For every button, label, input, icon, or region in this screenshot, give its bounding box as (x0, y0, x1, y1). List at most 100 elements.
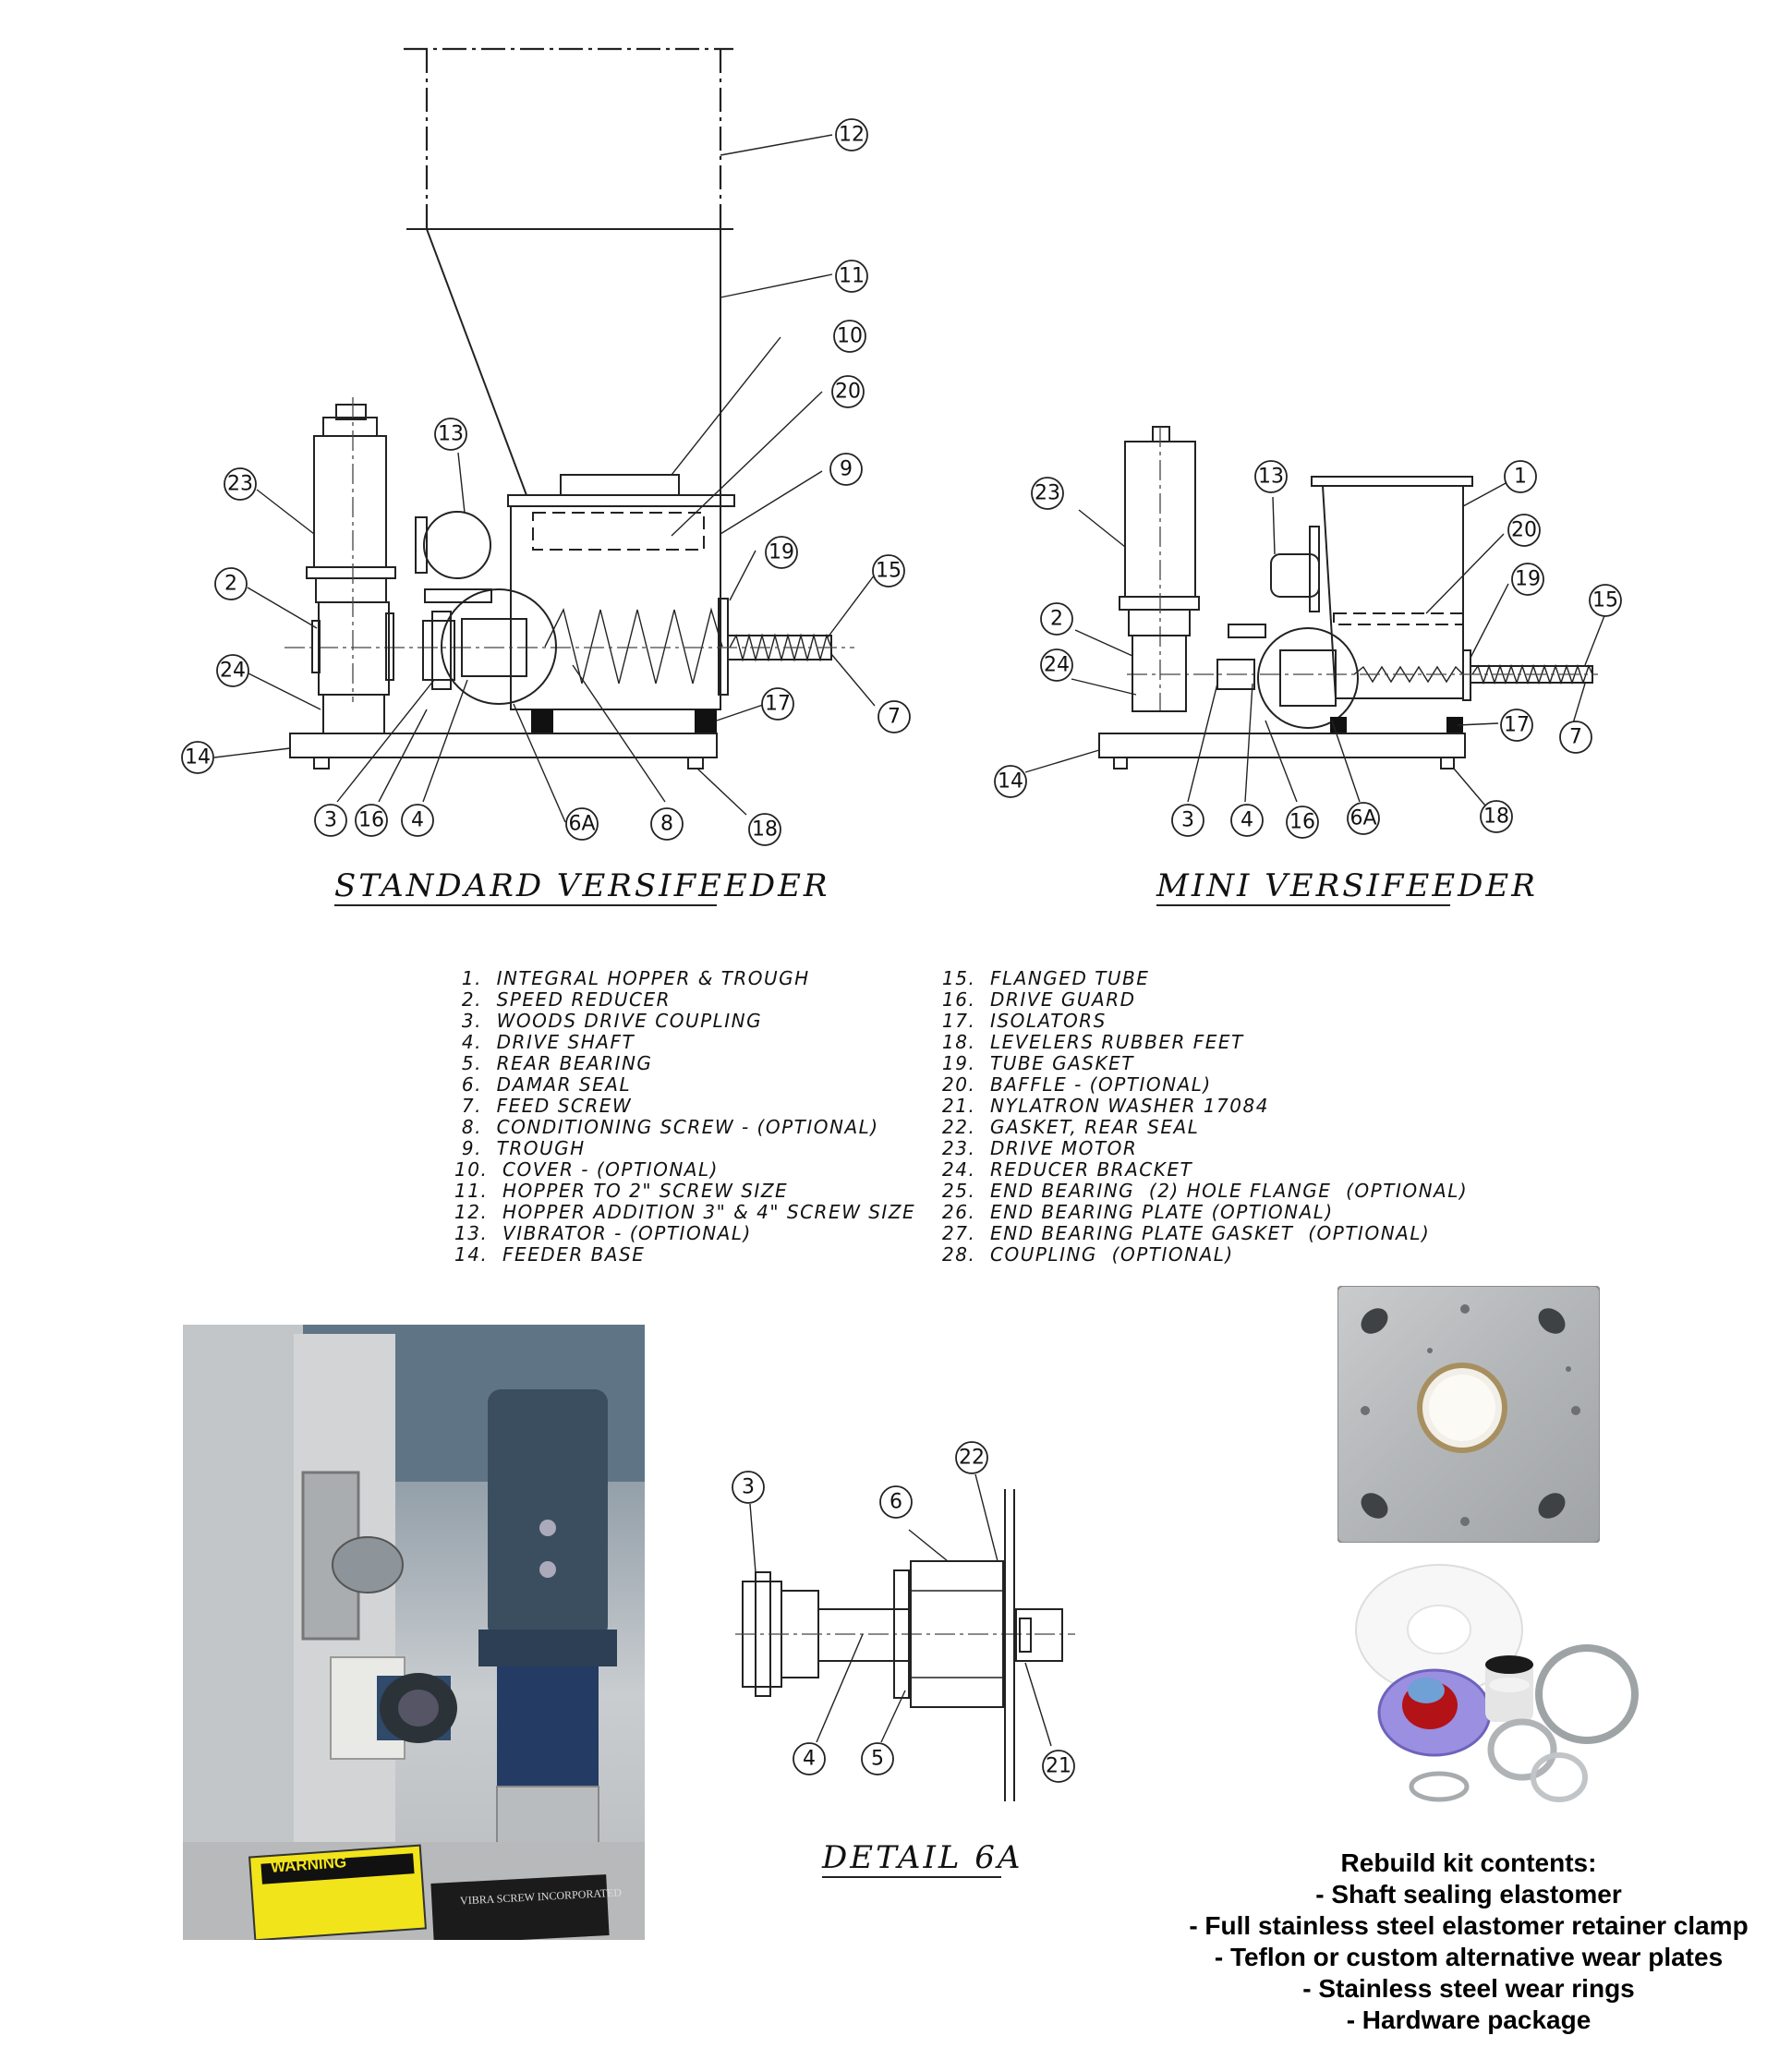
detail-callout: 22 (955, 1441, 988, 1474)
detail-callout: 4 (793, 1742, 826, 1775)
callout-number: 17 (765, 693, 791, 716)
standard-callout: 7 (877, 700, 911, 733)
callout-number: 19 (769, 541, 794, 564)
standard-callout: 2 (214, 567, 248, 600)
parts-list-item: 18. LEVELERS RUBBER FEET (942, 1031, 1244, 1053)
callout-number: 24 (220, 660, 246, 683)
parts-list-item: 8. CONDITIONING SCREW - (OPTIONAL) (454, 1116, 879, 1138)
detail-callout: 21 (1042, 1750, 1075, 1783)
callout-number: 11 (839, 265, 865, 288)
mini-callout: 23 (1031, 477, 1064, 510)
callout-number: 3 (742, 1476, 755, 1499)
parts-list-item: 23. DRIVE MOTOR (942, 1137, 1138, 1159)
standard-callout: 24 (216, 654, 249, 687)
callout-number: 12 (839, 124, 865, 147)
mini-callout: 6A (1347, 802, 1380, 835)
parts-list-item: 16. DRIVE GUARD (942, 988, 1136, 1011)
callout-number: 4 (1241, 809, 1253, 832)
mini-callout: 15 (1589, 584, 1622, 617)
parts-list-item: 13. VIBRATOR - (OPTIONAL) (454, 1222, 752, 1244)
callout-number: 21 (1046, 1755, 1071, 1778)
standard-callout: 14 (181, 741, 214, 774)
detail-callout: 6 (879, 1485, 913, 1519)
parts-list-item: 11. HOPPER TO 2" SCREW SIZE (454, 1180, 789, 1202)
standard-callout: 20 (831, 375, 865, 408)
mini-callout: 7 (1559, 721, 1592, 754)
standard-callout: 19 (765, 536, 798, 569)
parts-list-item: 4. DRIVE SHAFT (454, 1031, 635, 1053)
parts-list-item: 26. END BEARING PLATE (OPTIONAL) (942, 1201, 1334, 1223)
standard-versifeeder-drawing (213, 47, 876, 823)
rebuild-kit-photo (1337, 1556, 1657, 1816)
mini-callout: 13 (1254, 460, 1288, 493)
rebuild-kit-heading: Rebuild kit contents: (1340, 1848, 1597, 1877)
parts-list-item: 3. WOODS DRIVE COUPLING (454, 1010, 763, 1032)
callout-number: 22 (959, 1447, 985, 1470)
callout-number: 18 (1483, 806, 1509, 829)
callout-number: 5 (871, 1748, 884, 1771)
callout-number: 24 (1044, 654, 1070, 677)
callout-number: 16 (358, 809, 384, 832)
parts-list-item: 17. ISOLATORS (942, 1010, 1107, 1032)
callout-number: 1 (1514, 466, 1527, 489)
callout-number: 10 (837, 325, 863, 348)
callout-number: 23 (1035, 482, 1060, 505)
callout-number: 16 (1289, 811, 1315, 834)
callout-number: 18 (752, 818, 778, 842)
mini-versifeeder-drawing (1024, 426, 1606, 806)
mini-callout: 3 (1171, 804, 1204, 837)
parts-list-item: 2. SPEED REDUCER (454, 988, 672, 1011)
detail-6a-drawing (735, 1473, 1075, 1801)
callout-number: 9 (840, 458, 853, 481)
rebuild-kit-item: - Hardware package (1346, 2005, 1592, 2034)
parts-list-item: 14. FEEDER BASE (454, 1243, 646, 1266)
detail-6a-title: DETAIL 6A (821, 1839, 1023, 1876)
parts-list-item: 7. FEED SCREW (454, 1095, 633, 1117)
detail-callout: 3 (732, 1471, 765, 1504)
parts-list-item: 9. TROUGH (454, 1137, 586, 1159)
callout-number: 8 (660, 813, 673, 836)
mini-callout: 14 (994, 765, 1027, 798)
standard-callout: 16 (355, 804, 388, 837)
callout-number: 6 (890, 1491, 902, 1514)
rebuild-kit-item: - Shaft sealing elastomer (1315, 1880, 1622, 1908)
parts-list-item: 28. COUPLING (OPTIONAL) (942, 1243, 1234, 1266)
parts-list-item: 21. NYLATRON WASHER 17084 (942, 1095, 1269, 1117)
mini-callout: 1 (1504, 460, 1537, 493)
standard-callout: 4 (401, 804, 434, 837)
callout-number: 14 (998, 770, 1023, 794)
mini-callout: 24 (1040, 648, 1073, 682)
rebuild-kit-item: - Teflon or custom alternative wear plat… (1214, 1943, 1724, 1971)
callout-number: 3 (324, 809, 337, 832)
mini-callout: 4 (1230, 804, 1264, 837)
callout-number: 2 (1050, 608, 1063, 631)
callout-number: 14 (185, 746, 211, 769)
parts-list-item: 25. END BEARING (2) HOLE FLANGE (OPTIONA… (942, 1180, 1469, 1202)
parts-list-item: 6. DAMAR SEAL (454, 1073, 632, 1096)
standard-callout: 8 (650, 807, 684, 841)
standard-callout: 6A (565, 807, 599, 841)
standard-callout: 10 (833, 320, 866, 353)
callout-number: 13 (438, 423, 464, 446)
parts-list-item: 22. GASKET, REAR SEAL (942, 1116, 1200, 1138)
standard-callout: 13 (434, 418, 467, 451)
parts-list-item: 5. REAR BEARING (454, 1052, 653, 1074)
rebuild-kit-item: - Stainless steel wear rings (1302, 1974, 1635, 2003)
rebuild-kit-contents: Rebuild kit contents: - Shaft sealing el… (1173, 1848, 1764, 2036)
parts-list-item: 1. INTEGRAL HOPPER & TROUGH (454, 967, 810, 989)
standard-callout: 12 (835, 118, 868, 151)
callout-number: 15 (876, 560, 902, 583)
mini-callout: 20 (1507, 514, 1541, 547)
parts-list-item: 15. FLANGED TUBE (942, 967, 1150, 989)
mini-versifeeder-title: MINI VERSIFEEDER (1156, 867, 1538, 904)
callout-number: 23 (227, 473, 253, 496)
parts-list-left: 1. INTEGRAL HOPPER & TROUGH 2. SPEED RED… (454, 968, 915, 1266)
callout-number: 7 (1569, 726, 1582, 749)
mini-callout: 17 (1500, 709, 1533, 742)
end-bearing-plate-photo (1337, 1286, 1600, 1543)
callout-number: 6A (568, 813, 595, 836)
feeder-photo: WARNING VIBRA SCREW INCORPORATED (183, 1325, 645, 1940)
standard-callout: 3 (314, 804, 347, 837)
parts-list-item: 10. COVER - (OPTIONAL) (454, 1158, 719, 1181)
